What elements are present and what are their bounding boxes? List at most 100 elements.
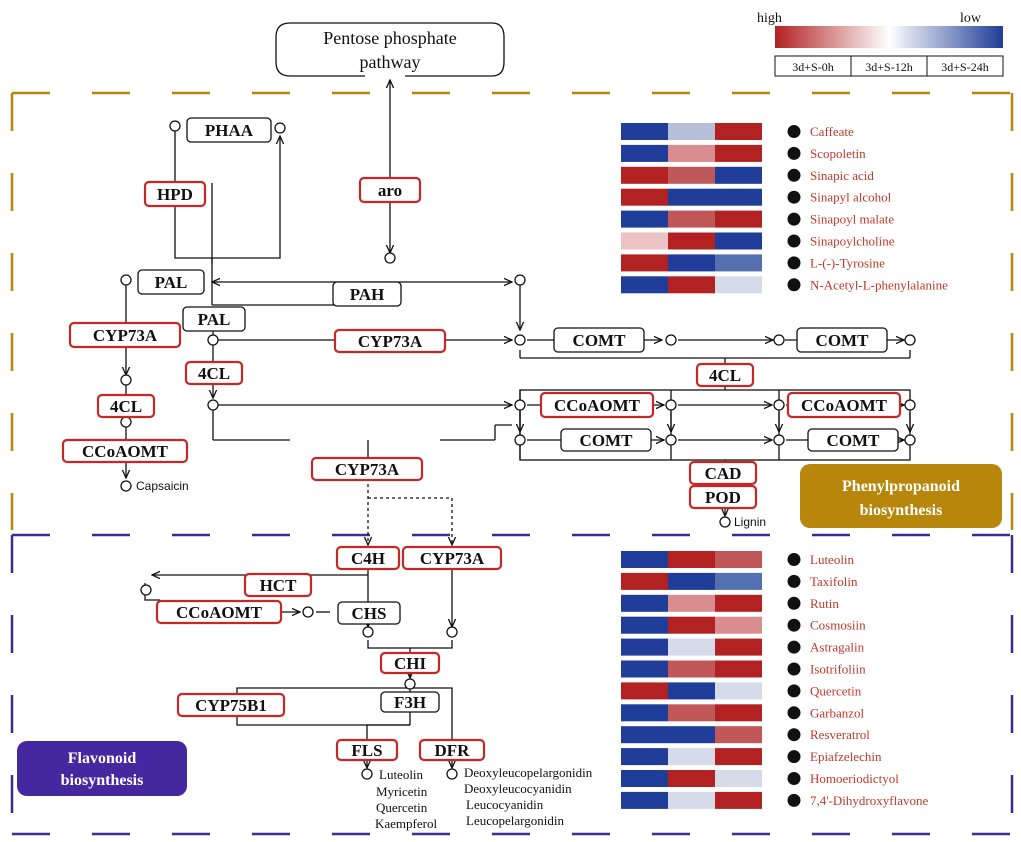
heatmap-cell — [715, 660, 762, 678]
heatmap-cell — [621, 791, 668, 809]
metabolite-label: Sinapic acid — [810, 168, 874, 183]
heatmap-cell — [715, 748, 762, 766]
enzyme-comt-1: COMT — [573, 331, 627, 350]
heatmap-cell — [715, 791, 762, 809]
enzyme-comt-2: COMT — [816, 331, 870, 350]
metabolite-label: Epiafzelechin — [810, 749, 882, 764]
metabolite-label: Sinapoyl malate — [810, 212, 894, 227]
enzyme-chi: CHI — [394, 654, 427, 673]
metabolite-dot — [787, 234, 801, 248]
enzyme-hct: HCT — [260, 576, 298, 595]
heatmap-bottom: LuteolinTaxifolinRutinCosmosiinAstragali… — [621, 551, 928, 809]
heatmap-cell — [715, 232, 762, 250]
pathway-nodes — [120, 120, 916, 780]
metabolite-dot — [787, 793, 801, 807]
heatmap-cell — [668, 276, 715, 294]
heatmap-cell — [621, 123, 668, 140]
metabolite-label: Quercetin — [810, 683, 862, 698]
enzyme-aro: aro — [378, 181, 402, 200]
enzyme-4cl-3: 4CL — [709, 366, 741, 385]
heatmap-cell — [668, 210, 715, 228]
enzyme-ccoaomt-4: CCoAOMT — [176, 603, 263, 622]
enzyme-cyp73a-2: CYP73A — [358, 332, 423, 351]
metabolite-label: Caffeate — [810, 124, 854, 139]
enzyme-f3h: F3H — [394, 693, 426, 712]
metabolite-dot — [787, 640, 801, 654]
heatmap-cell — [621, 232, 668, 250]
metabolite-dot — [787, 618, 801, 632]
metabolite-dot — [787, 662, 801, 676]
metabolite-label: Isotrifoliin — [810, 662, 866, 677]
heatmap-cell — [621, 276, 668, 294]
heatmap-cell — [715, 572, 762, 590]
enzyme-phaa: PHAA — [205, 121, 254, 140]
flavo-line1: Flavonoid — [68, 750, 137, 767]
metabolite-label: Luteolin — [810, 552, 855, 567]
heatmap-cell — [621, 594, 668, 612]
enzyme-comt-3: COMT — [580, 431, 634, 450]
heatmap-cell — [668, 616, 715, 634]
pentose-phosphate-box: Pentose phosphate pathway — [275, 22, 505, 77]
heatmap-cell — [715, 726, 762, 744]
heatmap-cell — [715, 188, 762, 206]
heatmap-cell — [715, 210, 762, 228]
product-capsaicin: Capsaicin — [136, 479, 189, 493]
heatmap-cell — [715, 166, 762, 184]
enzyme-pal-2: PAL — [198, 310, 231, 329]
metabolite-label: Sinapoylcholine — [810, 234, 895, 249]
enzyme-c4h: C4H — [351, 549, 385, 568]
heatmap-cell — [668, 232, 715, 250]
metabolite-label: Sinapyl alcohol — [810, 190, 892, 205]
heatmap-cell — [668, 551, 715, 568]
flavo-line2: biosynthesis — [61, 772, 144, 789]
heatmap-cell — [668, 572, 715, 590]
metabolite-label: Garbanzol — [810, 705, 865, 720]
product-lignin: Lignin — [734, 515, 766, 529]
metabolite-dot — [787, 728, 801, 742]
flavonoid-panel: Flavonoid biosynthesis — [17, 741, 187, 796]
metabolite-label: N-Acetyl-L-phenylalanine — [810, 277, 948, 292]
heatmap-cell — [715, 682, 762, 700]
flavonoid-border — [10, 533, 1014, 836]
metabolite-dot — [787, 256, 801, 270]
enzyme-boxes-red — [61, 176, 902, 762]
legend-gradient — [775, 26, 1003, 48]
metabolite-label: Resveratrol — [810, 727, 870, 742]
fls-product-1: Myricetin — [376, 784, 428, 799]
metabolite-dot — [787, 125, 801, 138]
heatmap-cell — [715, 594, 762, 612]
enzyme-fls: FLS — [351, 741, 382, 760]
heatmap-cell — [621, 551, 668, 568]
enzyme-labels: PHAA HPD aro PAL PAH PAL CYP73A CYP73A C… — [82, 121, 888, 760]
metabolite-label: 7,4'-Dihydroxyflavone — [810, 793, 928, 808]
metabolite-label: Homoeriodictyol — [810, 771, 899, 786]
phenylpropanoid-panel: Phenylpropanoid biosynthesis — [800, 464, 1002, 528]
heatmap-cell — [715, 144, 762, 162]
enzyme-4cl-2: 4CL — [110, 397, 142, 416]
heatmap-cell — [668, 594, 715, 612]
metabolite-dot — [787, 574, 801, 588]
heatmap-cell — [668, 144, 715, 162]
heatmap-cell — [668, 748, 715, 766]
heatmap-cell — [621, 748, 668, 766]
heatmap-cell — [715, 551, 762, 568]
dfr-product-1: Deoxyleucocyanidin — [464, 781, 572, 796]
metabolite-label: L-(-)-Tyrosine — [810, 255, 885, 270]
heatmap-cell — [668, 726, 715, 744]
metabolite-label: Astragalin — [810, 640, 865, 655]
legend-col-2: 3d+S-24h — [941, 60, 988, 74]
heatmap-cell — [715, 770, 762, 787]
enzyme-pal-1: PAL — [155, 273, 188, 292]
product-labels: Capsaicin Lignin Luteolin Myricetin Quer… — [136, 479, 766, 831]
heatmap-cell — [715, 616, 762, 634]
metabolite-dot — [787, 190, 801, 204]
phenyl-line1: Phenylpropanoid — [842, 478, 960, 495]
heatmap-cell — [668, 188, 715, 206]
heatmap-cell — [668, 660, 715, 678]
heatmap-cell — [621, 188, 668, 206]
metabolite-label: Taxifolin — [810, 574, 858, 589]
enzyme-ccoaomt-2: CCoAOMT — [801, 396, 888, 415]
heatmap-cell — [621, 770, 668, 787]
metabolite-dot — [787, 706, 801, 720]
